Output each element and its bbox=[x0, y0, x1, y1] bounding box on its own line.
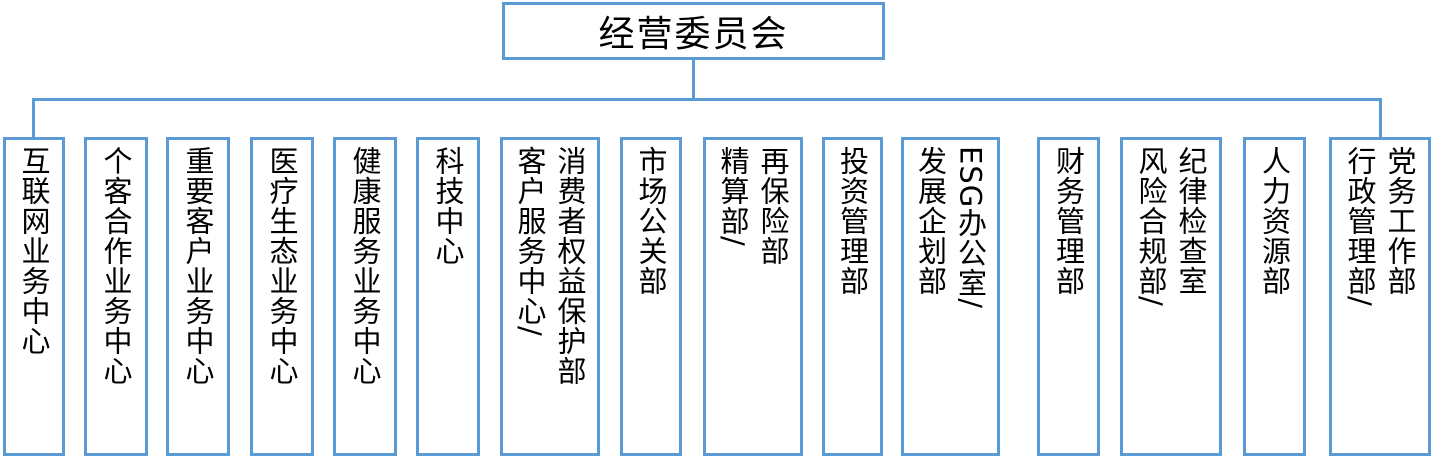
department-label: ESG办公室/ bbox=[953, 146, 988, 309]
department-label: 党务工作部 bbox=[1383, 146, 1417, 296]
department-label: 客户服务中心/ bbox=[513, 146, 547, 337]
department-node: 互联网业务中心 bbox=[3, 137, 65, 456]
department-label: 纪律检查室 bbox=[1174, 146, 1208, 296]
root-node-business-committee: 经营委员会 bbox=[502, 2, 885, 60]
department-node: 再保险部精算部/ bbox=[703, 137, 803, 456]
department-label: 人力资源部 bbox=[1257, 146, 1292, 296]
department-label: 市场公关部 bbox=[634, 146, 668, 296]
department-label: 个客合作业务中心 bbox=[99, 146, 133, 386]
department-node: 纪律检查室风险合规部/ bbox=[1120, 137, 1222, 456]
department-label: 发展企划部 bbox=[913, 146, 948, 296]
department-label: 精算部/ bbox=[716, 146, 750, 247]
department-label: 投资管理部 bbox=[835, 146, 870, 296]
department-node: 党务工作部行政管理部/ bbox=[1329, 137, 1431, 456]
department-label: 风险合规部/ bbox=[1134, 146, 1168, 307]
connector-horizontal bbox=[32, 98, 1382, 101]
department-node: 财务管理部 bbox=[1037, 137, 1100, 456]
department-node: 消费者权益保护部客户服务中心/ bbox=[500, 137, 600, 456]
department-label: 消费者权益保护部 bbox=[553, 146, 587, 386]
department-label: 再保险部 bbox=[756, 146, 790, 266]
department-label: 互联网业务中心 bbox=[17, 146, 51, 356]
connector-root-down bbox=[692, 60, 695, 100]
connector-left-drop bbox=[32, 98, 35, 138]
department-label: 重要客户业务中心 bbox=[181, 146, 215, 386]
connector-right-drop bbox=[1379, 98, 1382, 138]
root-node-label: 经营委员会 bbox=[598, 14, 789, 55]
department-node: 健康服务业务中心 bbox=[333, 137, 397, 456]
department-label: 财务管理部 bbox=[1051, 146, 1086, 296]
department-node: ESG办公室/发展企划部 bbox=[901, 137, 1000, 456]
department-label: 健康服务业务中心 bbox=[348, 146, 382, 386]
department-node: 医疗生态业务中心 bbox=[250, 137, 314, 456]
department-label: 行政管理部/ bbox=[1343, 146, 1377, 307]
department-label: 医疗生态业务中心 bbox=[265, 146, 299, 386]
department-node: 市场公关部 bbox=[620, 137, 682, 456]
department-node: 科技中心 bbox=[416, 137, 480, 456]
department-node: 投资管理部 bbox=[822, 137, 883, 456]
department-node: 重要客户业务中心 bbox=[166, 137, 230, 456]
department-node: 个客合作业务中心 bbox=[84, 137, 148, 456]
department-node: 人力资源部 bbox=[1243, 137, 1306, 456]
department-label: 科技中心 bbox=[431, 146, 465, 266]
